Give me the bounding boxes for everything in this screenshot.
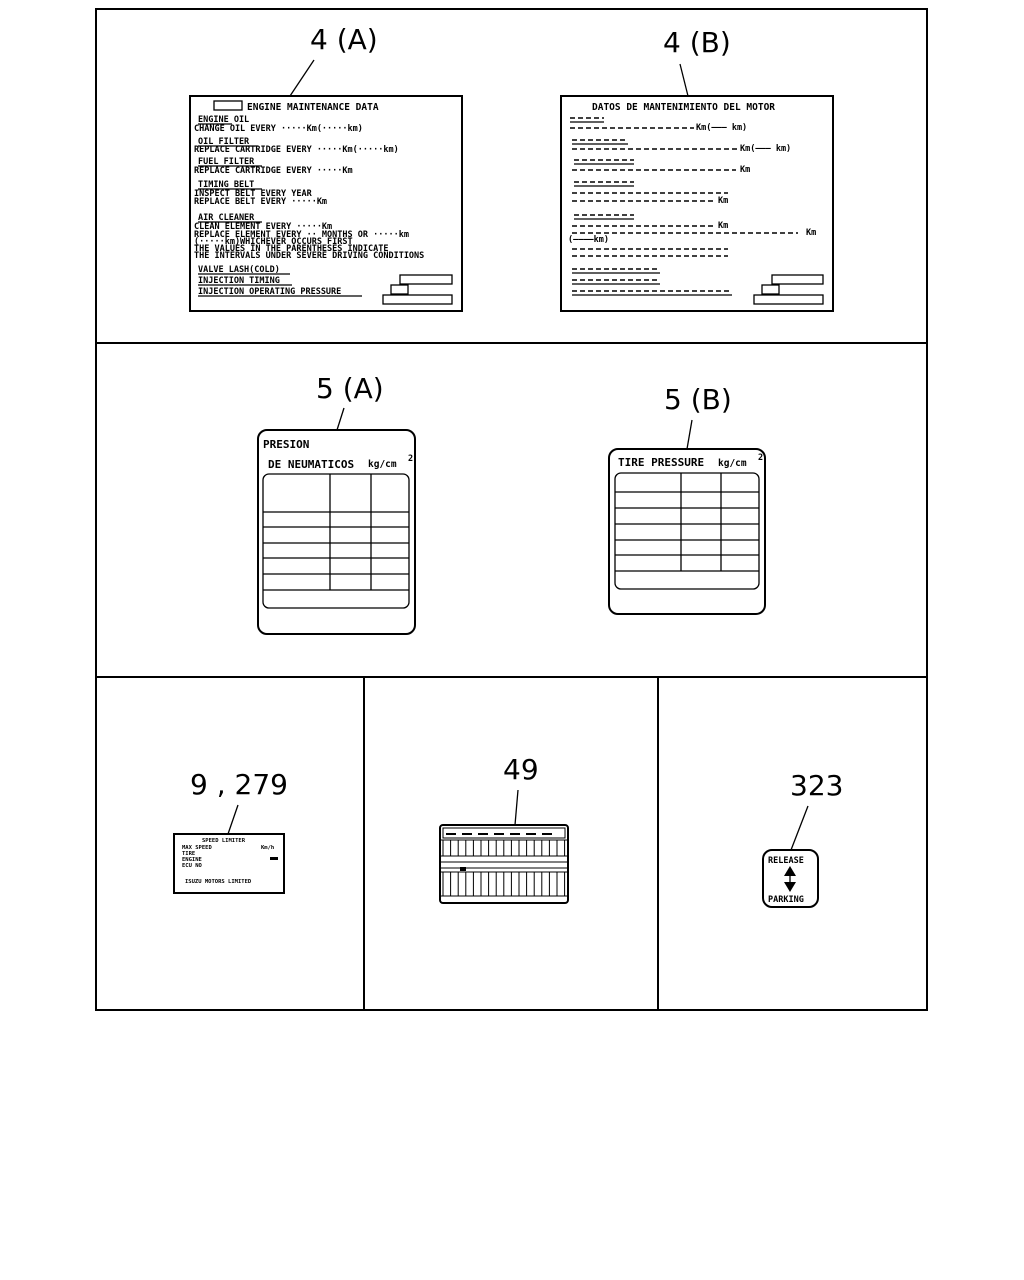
grid-header — [442, 827, 566, 839]
fuel-filter-heading: FUEL FILTER — [198, 157, 255, 167]
inspect-belt-text: INSPECT BELT EVERY YEAR — [194, 189, 313, 199]
neumaticos-text: DE NEUMATICOS — [268, 458, 354, 471]
injection-pressure-text: INJECTION OPERATING PRESSURE — [198, 287, 341, 297]
value-box — [399, 274, 453, 285]
parking-brake-label — [762, 849, 819, 908]
value-box — [390, 284, 409, 295]
tire-pressure-text: TIRE PRESSURE — [618, 456, 704, 469]
tire-pressure-label-spanish — [257, 429, 416, 635]
replace-belt-text: REPLACE BELT EVERY ·····Km — [194, 197, 327, 207]
replace-cartridge-text-1: REPLACE CARTRIDGE EVERY ·····Km(·····km) — [194, 145, 399, 155]
km-text: Km — [806, 228, 816, 238]
callout-5b: 5 (B) — [664, 383, 732, 416]
unit-superscript: 2 — [758, 453, 763, 463]
grid-pattern — [441, 827, 567, 897]
change-oil-text: CHANGE OIL EVERY ·····Km(·····km) — [194, 124, 363, 134]
panel-label-9-279: 9 , 279 SPEED LIMITER MAX SPEED Km/h TIR… — [173, 768, 288, 894]
leader-line-4b — [679, 63, 689, 97]
label-4b-title: DATOS DE MANTENIMIENTO DEL MOTOR — [592, 102, 775, 113]
leader-line-5b — [686, 419, 693, 450]
panel-label-4b: 4 (B) DATOS DE MANTENIMIENTO DEL MOTOR K… — [560, 26, 834, 312]
pressure-table — [262, 473, 410, 609]
value-box — [761, 284, 780, 295]
chart-grid-label — [439, 824, 569, 904]
diagram-frame — [95, 8, 928, 1011]
callout-5a: 5 (A) — [316, 372, 384, 405]
callout-9-279: 9 , 279 — [190, 768, 288, 801]
panel-label-5a: 5 (A) PRESION DE NEUMATICOS kg/cm 2 — [257, 372, 416, 635]
air-cleaner-heading: AIR CLEANER — [198, 213, 255, 223]
grid-mark — [460, 867, 466, 871]
arrow-down-icon — [784, 882, 796, 892]
values-parentheses-text: THE VALUES IN THE PARENTHESES INDICATE — [194, 244, 388, 254]
km-text: Km — [718, 221, 728, 231]
km-text: Km — [740, 165, 750, 175]
unit-superscript: 2 — [408, 454, 413, 464]
engine-oil-heading: ENGINE OIL — [198, 115, 249, 125]
engine-maintenance-label — [189, 95, 463, 312]
km-paren-text: Km(––– km) — [740, 144, 791, 154]
parking-text: PARKING — [768, 895, 804, 905]
valve-lash-text: VALVE LASH(COLD) — [198, 265, 280, 275]
presion-text: PRESION — [263, 438, 309, 451]
value-box — [753, 294, 824, 305]
replace-element-text: REPLACE ELEMENT EVERY ·· MONTHS OR ·····… — [194, 230, 409, 240]
leader-line-9 — [227, 804, 239, 835]
callout-49: 49 — [503, 753, 539, 786]
km-paren-text: Km(––– km) — [696, 123, 747, 133]
engine-text: ENGINE — [182, 857, 202, 863]
km-text: Km — [718, 196, 728, 206]
replace-cartridge-text-2: REPLACE CARTRIDGE EVERY ·····Km — [194, 166, 353, 176]
tire-text: TIRE — [182, 851, 195, 857]
leader-line-323 — [790, 805, 809, 851]
callout-323: 323 — [790, 769, 843, 802]
max-speed-text: MAX SPEED — [182, 845, 212, 851]
value-box — [382, 294, 453, 305]
unit-text: kg/cm — [368, 459, 397, 470]
panel-label-49: 49 — [439, 753, 569, 904]
pressure-table — [614, 472, 760, 590]
speed-limiter-label — [173, 833, 285, 894]
release-text: RELEASE — [768, 856, 804, 866]
whichever-text: (·····km)WHICHEVER OCCURS FIRST — [194, 237, 353, 247]
panel-label-4a: 4 (A) ENGINE MAINTENANCE DATA ENGINE OIL… — [189, 23, 463, 312]
label-logo-box — [213, 100, 243, 111]
tire-pressure-label-english — [608, 448, 766, 615]
panel-label-323: 323 RELEASE PARKING — [762, 769, 843, 908]
ecu-text: ECU NO — [182, 863, 203, 869]
value-box — [771, 274, 824, 285]
datos-mantenimiento-label — [560, 95, 834, 312]
timing-belt-heading: TIMING BELT — [198, 180, 254, 190]
oil-filter-heading: OIL FILTER — [198, 137, 250, 147]
callout-4a: 4 (A) — [310, 23, 378, 56]
leader-line-49 — [514, 789, 519, 826]
leader-line-4a — [289, 59, 315, 97]
panel-label-5b: 5 (B) TIRE PRESSURE kg/cm 2 — [608, 383, 766, 615]
arrow-up-icon — [784, 866, 796, 876]
maker-text: ISUZU MOTORS LIMITED — [185, 879, 252, 885]
leader-line-5a — [336, 407, 345, 431]
kmh-text: Km/h — [261, 845, 274, 851]
label-4a-title: ENGINE MAINTENANCE DATA — [247, 102, 379, 113]
injection-timing-text: INJECTION TIMING — [198, 276, 280, 286]
speed-limiter-title: SPEED LIMITER — [202, 838, 246, 844]
intervals-text: THE INTERVALS UNDER SEVERE DRIVING CONDI… — [194, 251, 424, 261]
clean-element-text: CLEAN ELEMENT EVERY ·····Km — [194, 222, 332, 232]
callout-4b: 4 (B) — [663, 26, 731, 59]
unit-text: kg/cm — [718, 458, 747, 469]
paren-km-text: (––––km) — [568, 235, 609, 245]
